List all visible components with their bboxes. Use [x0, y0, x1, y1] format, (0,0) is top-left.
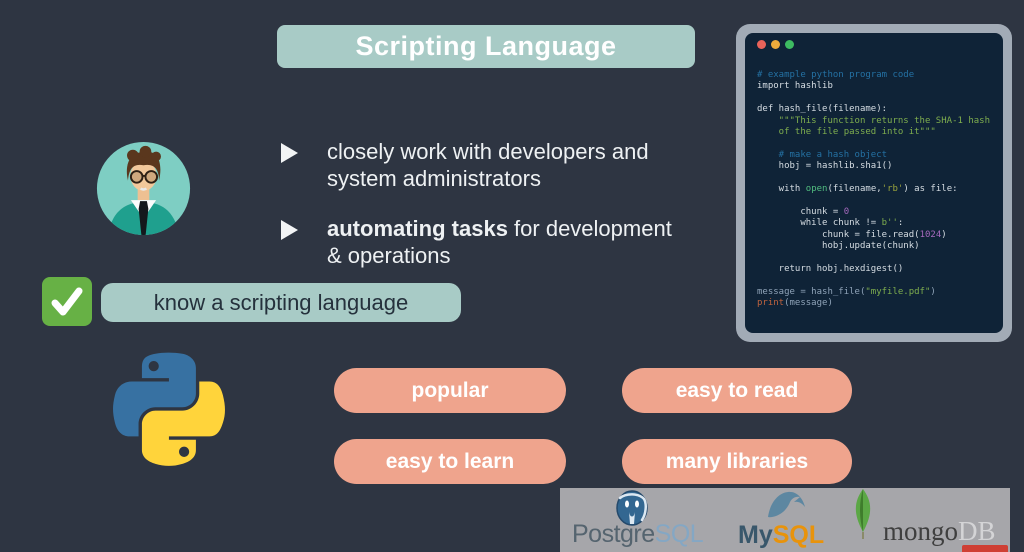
bullet-2-rest-text: for development [507, 216, 672, 241]
minimize-window-icon [771, 40, 780, 49]
bullet-item-1: closely work with developers and system … [327, 139, 717, 193]
code-line: return hobj.hexdigest() [757, 263, 904, 274]
code-line: while chunk != b'': [757, 218, 904, 229]
pill-label: easy to read [675, 378, 799, 402]
code-line: # example python program code [757, 70, 915, 80]
avatar-neck [137, 186, 150, 201]
checkbox-checked [42, 277, 92, 326]
code-line: """This function returns the SHA-1 hash [757, 115, 990, 126]
avatar-mouth [139, 187, 148, 191]
postgresql-elephant-icon [616, 490, 648, 526]
code-line: def hash_file(filename): [757, 104, 888, 115]
mongodb-leaf-icon [855, 489, 871, 539]
pill-label: many libraries [665, 449, 809, 473]
code-line [757, 253, 997, 264]
code-line: chunk = file.read(1024) [757, 229, 947, 240]
maximize-window-icon [785, 40, 794, 49]
mysql-wordmark: MySQL [738, 521, 824, 550]
code-line [757, 173, 997, 184]
avatar-glasses-right [144, 170, 159, 184]
bullet-2-line-1: automating tasks for development [327, 216, 717, 243]
code-line: print(message) [757, 298, 833, 309]
mysql-text-dark: My [738, 521, 773, 549]
avatar-tie [138, 201, 149, 236]
code-line [757, 275, 997, 286]
code-line: hobj = hashlib.sha1() [757, 161, 893, 172]
feature-pill-many-libraries: many libraries [622, 439, 852, 484]
postgresql-text-light: SQL [654, 520, 704, 548]
bullet-2-line-2: & operations [327, 242, 451, 268]
checklist-label-box: know a scripting language [101, 283, 461, 322]
code-window [745, 33, 1003, 333]
avatar-glasses-left [129, 170, 144, 184]
mongodb-text-light: DB [958, 516, 996, 546]
feature-pill-popular: popular [334, 368, 566, 413]
checklist-label: know a scripting language [153, 289, 409, 315]
postgresql-text-dark: Postgre [572, 520, 655, 548]
feature-pill-easy-to-read: easy to read [622, 368, 852, 413]
code-line [757, 138, 997, 149]
code-line: import hashlib [757, 81, 833, 92]
avatar-hair-curl [151, 151, 161, 162]
postgresql-wordmark: PostgreSQL [572, 520, 704, 549]
mongodb-text-dark: mongo [883, 516, 959, 546]
mysql-text-orange: SQL [772, 521, 825, 549]
bullet-1-line-2: system administrators [327, 165, 541, 191]
feature-pill-easy-to-learn: easy to learn [334, 439, 566, 484]
pill-label: easy to learn [385, 449, 515, 473]
window-controls [757, 40, 794, 49]
code-line [757, 195, 997, 206]
slide-title-banner: Scripting Language [277, 25, 695, 68]
slide-title: Scripting Language [355, 31, 617, 61]
mysql-dolphin-icon [768, 491, 805, 518]
code-line [757, 93, 997, 104]
person-avatar [96, 141, 191, 236]
code-line: message = hash_file("myfile.pdf") [757, 286, 936, 297]
triangle-bullet-icon [281, 143, 298, 163]
code-line: # make a hash object [757, 149, 888, 160]
code-line: of the file passed into it""" [757, 127, 936, 138]
bullet-2-bold-text: automating tasks [327, 216, 508, 241]
triangle-bullet-icon [281, 220, 298, 240]
bullet-item-2: automating tasks for development & opera… [327, 216, 717, 270]
python-logo-icon [113, 352, 225, 466]
bullet-1-line-1: closely work with developers and [327, 139, 649, 164]
close-window-icon [757, 40, 766, 49]
avatar-hair-curl [127, 149, 139, 162]
checkmark-icon [51, 287, 83, 315]
code-line: with open(filename,'rb') as file: [757, 184, 958, 195]
avatar-hair-curl [139, 145, 152, 158]
code-line: hobj.update(chunk) [757, 241, 920, 252]
code-line: chunk = 0 [757, 206, 850, 217]
red-banner-fragment [962, 545, 1008, 552]
mongodb-wordmark: mongoDB [883, 516, 996, 547]
pill-label: popular [411, 378, 489, 402]
